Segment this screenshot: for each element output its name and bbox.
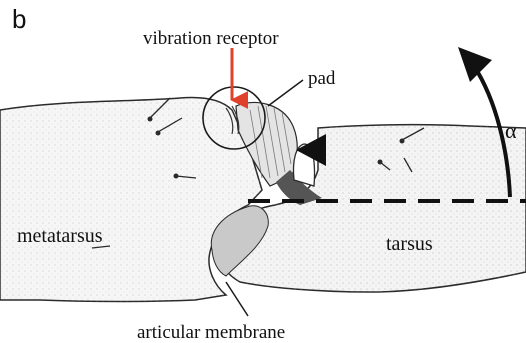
panel-letter: b (12, 4, 26, 34)
label-metatarsus: metatarsus (17, 225, 103, 247)
angle-arrow-head (458, 47, 492, 82)
label-alpha: α (505, 118, 517, 143)
label-vibration-receptor: vibration receptor (143, 28, 279, 49)
label-pad: pad (308, 68, 336, 89)
label-tarsus: tarsus (386, 233, 433, 255)
pad-pointer-line (268, 80, 303, 106)
articular-membrane-pointer (226, 282, 248, 316)
label-articular-membrane: articular membrane (137, 322, 285, 343)
